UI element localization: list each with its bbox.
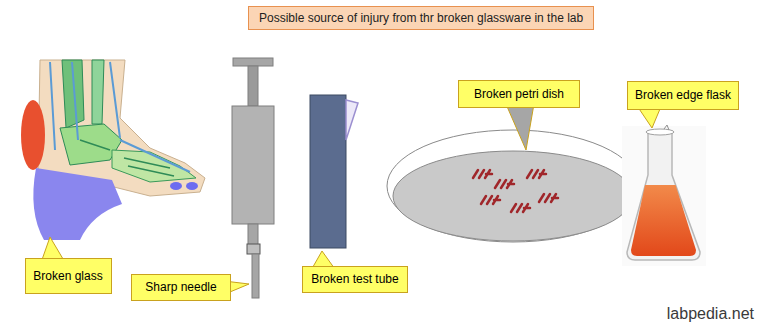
glass-shard [539, 194, 558, 202]
flask-rim [646, 129, 674, 135]
fibula-bone [92, 60, 104, 124]
callout-text: Broken edge flask [635, 88, 731, 102]
bone-detail [80, 140, 174, 176]
flask-illustration [622, 125, 706, 266]
toe-tip [170, 182, 182, 190]
broken-edge [346, 100, 358, 140]
petri-dish-lid [387, 130, 639, 242]
flask-glass [627, 132, 700, 260]
glass-shard [495, 180, 514, 188]
callout-box: Broken glass [25, 258, 112, 294]
callout-text: Sharp needle [145, 280, 216, 294]
test-tube [310, 95, 346, 248]
glass-shard [511, 204, 530, 212]
glass-shard [527, 170, 546, 178]
callout-pointer [507, 106, 534, 150]
callout-box: Broken test tube [302, 266, 408, 293]
heel-highlight [33, 168, 122, 240]
flask-photo-ground [622, 126, 706, 266]
foot-illustration [21, 60, 205, 240]
petri-dish-base [393, 151, 633, 241]
syringe-barrel [232, 106, 274, 224]
plunger-rod [248, 66, 258, 106]
callout-pointer [229, 282, 249, 293]
title-box: Possible source of injury from thr broke… [248, 6, 594, 30]
needle-base [247, 244, 260, 254]
test-tube-illustration [310, 95, 358, 248]
callout-box: Broken edge flask [627, 81, 739, 110]
toe-tip [186, 182, 198, 190]
plunger-top [233, 58, 273, 66]
petri-dish-illustration [387, 130, 639, 242]
glass-shards [473, 170, 558, 212]
callout-text: Broken petri dish [474, 87, 564, 101]
ankle-highlight [21, 100, 45, 170]
flask-broken-edge [664, 125, 669, 130]
needle [252, 254, 259, 298]
flask-liquid [631, 185, 696, 256]
watermark: labpedia.net [667, 305, 754, 323]
callout-pointer [42, 237, 64, 260]
glass-shard [473, 170, 492, 178]
glass-shard [481, 196, 500, 204]
callout-pointer [638, 108, 660, 129]
syringe-illustration [232, 58, 274, 298]
callout-text: Broken test tube [311, 272, 398, 286]
callout-box: Sharp needle [131, 274, 231, 301]
title-text: Possible source of injury from thr broke… [259, 11, 583, 25]
tendon-lines [50, 62, 190, 172]
syringe-hub [248, 224, 258, 246]
callout-text: Broken glass [33, 269, 102, 283]
callout-box: Broken petri dish [458, 80, 580, 108]
